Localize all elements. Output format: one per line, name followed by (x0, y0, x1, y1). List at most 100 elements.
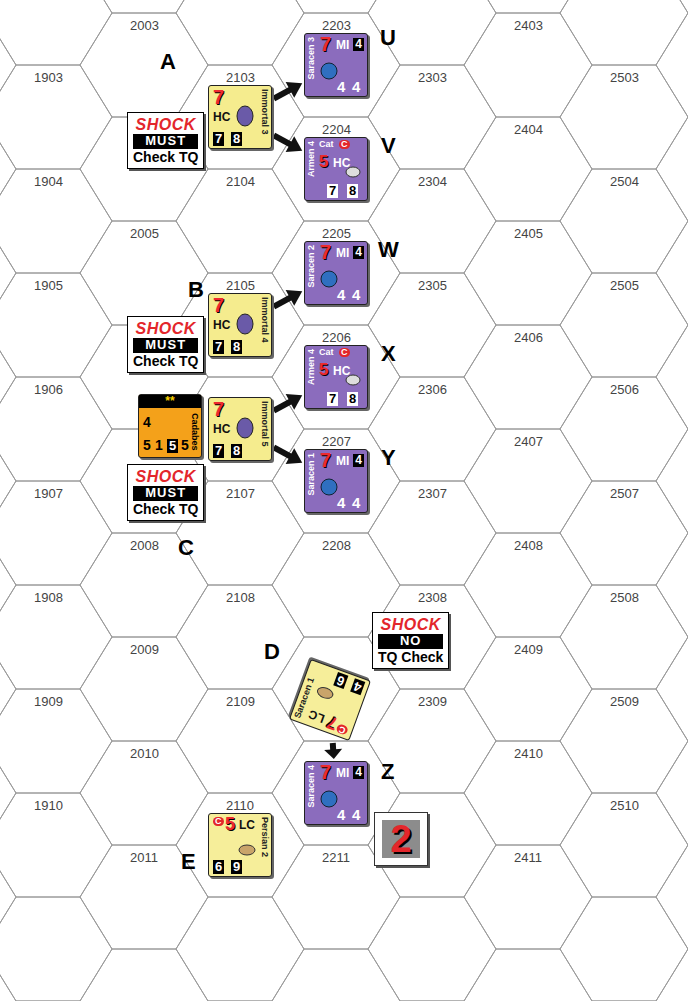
unit-rating: 7 (320, 242, 331, 263)
hex-number: 2109 (225, 695, 256, 708)
unit-rating: 7 (213, 444, 224, 458)
unit-rating: 8 (231, 444, 242, 458)
hex-number: 2510 (609, 799, 640, 812)
unit-rating: C (336, 723, 349, 735)
unit-rating: Cat (319, 348, 334, 357)
unit-rating: Cat (319, 140, 334, 149)
unit-rating: 7 (213, 399, 224, 420)
marker-text: SHOCK (136, 468, 196, 486)
callout-letter: A (160, 51, 176, 73)
callout-letter: D (264, 641, 280, 663)
shock-marker: SHOCKMUSTCheck TQ (127, 316, 204, 373)
unit-rating: 4 (337, 807, 345, 823)
hex-number: 2410 (513, 747, 544, 760)
callout-letter: U (380, 27, 396, 49)
unit-rating: MI (336, 455, 349, 468)
unit-rating: 5 (181, 438, 189, 453)
arrow-head (286, 136, 303, 152)
unit-counter: Immortal 37HC78 (208, 85, 272, 149)
shock-marker: SHOCKNOTQ Check (372, 612, 449, 669)
arrow-head (286, 82, 303, 98)
arrow-head (286, 448, 303, 464)
unit-rating: 4 (352, 495, 360, 511)
unit-rating: 1 (155, 438, 163, 453)
attack-arrow (324, 743, 342, 759)
unit-rating: 4 (352, 287, 360, 303)
unit-rating: 4 (353, 38, 364, 51)
unit-rating: 7 (327, 392, 338, 406)
unit-rating: 7 (320, 450, 331, 471)
unit-counter: Immortal 57HC78 (208, 397, 272, 461)
hex-number: 2207 (321, 435, 352, 448)
hex-number: 2505 (609, 279, 640, 292)
hex-number: 2205 (321, 227, 352, 240)
hex-number: 2305 (417, 279, 448, 292)
hex-number: 2503 (609, 71, 640, 84)
hex-number: 2403 (513, 19, 544, 32)
hex-number: 2407 (513, 435, 544, 448)
callout-letter: Y (381, 447, 396, 469)
arrow-head (286, 394, 303, 410)
hex-number: 2409 (513, 643, 544, 656)
step-marker: 2 (374, 812, 428, 866)
unit-rating: ** (139, 395, 201, 408)
hex-number: 2105 (225, 279, 256, 292)
unit-rating: MI (336, 39, 349, 52)
unit-name: Immortal 4 (260, 297, 269, 343)
marker-text: SHOCK (381, 616, 441, 634)
unit-rating: HC (333, 365, 350, 378)
marker-text: Check TQ (133, 149, 198, 165)
hex-number: 2103 (225, 71, 256, 84)
arrow-shaft (274, 401, 291, 410)
unit-rating: 8 (231, 340, 242, 354)
hex-number: 2005 (129, 227, 160, 240)
unit-rating: 7 (213, 87, 224, 108)
unit-name: Saracen 2 (307, 245, 316, 288)
unit-counter: Saracen 17MI444 (304, 449, 368, 513)
unit-name: Immortal 3 (260, 89, 269, 135)
hex-number: 2509 (609, 695, 640, 708)
marker-text: MUST (133, 134, 198, 149)
arrow-shaft (274, 135, 291, 144)
hex-number: 2110 (225, 799, 255, 812)
marker-text: Check TQ (133, 501, 198, 517)
callout-letter: X (381, 343, 396, 365)
attack-arrow (274, 394, 302, 411)
arrow-shaft (274, 89, 291, 98)
hex-number: 1910 (33, 799, 64, 812)
hex-number: 2404 (513, 123, 544, 136)
hex-number: 1903 (33, 71, 64, 84)
marker-text: SHOCK (136, 320, 196, 338)
unit-rating: HC (213, 423, 230, 436)
marker-text: TQ Check (378, 649, 443, 665)
hex-number: 2507 (609, 487, 640, 500)
unit-rating: 7 (327, 184, 338, 198)
callout-letter: V (381, 135, 396, 157)
unit-rating: C (339, 140, 350, 149)
hex-number: 2108 (225, 591, 256, 604)
unit-rating: 8 (347, 392, 358, 406)
unit-rating: 6 (333, 672, 348, 689)
unit-rating: 4 (352, 79, 360, 95)
hex-number: 2405 (513, 227, 544, 240)
unit-rating: MI (336, 767, 349, 780)
arrow-shaft (274, 447, 291, 456)
hex-number: 2104 (225, 175, 256, 188)
hex-number: 2411 (513, 851, 543, 864)
arrow-shaft (274, 297, 291, 306)
shock-marker: SHOCKMUSTCheck TQ (127, 112, 204, 169)
hex-number: 1906 (33, 383, 64, 396)
marker-text: NO (378, 634, 443, 649)
unit-rating: 5 (167, 439, 178, 453)
unit-rating: 4 (350, 678, 365, 695)
unit-counter: Persian 2C5LC69 (208, 813, 272, 877)
marker-text: MUST (133, 486, 198, 501)
hex-number: 1908 (33, 591, 64, 604)
unit-rating: 8 (231, 132, 242, 146)
unit-rating: 4 (352, 807, 360, 823)
marker-text: SHOCK (136, 116, 196, 134)
unit-rating: HC (213, 111, 230, 124)
unit-rating: 4 (353, 454, 364, 467)
unit-counter: Armen 4CatC5HC78 (304, 137, 368, 201)
attack-arrow (274, 135, 302, 152)
